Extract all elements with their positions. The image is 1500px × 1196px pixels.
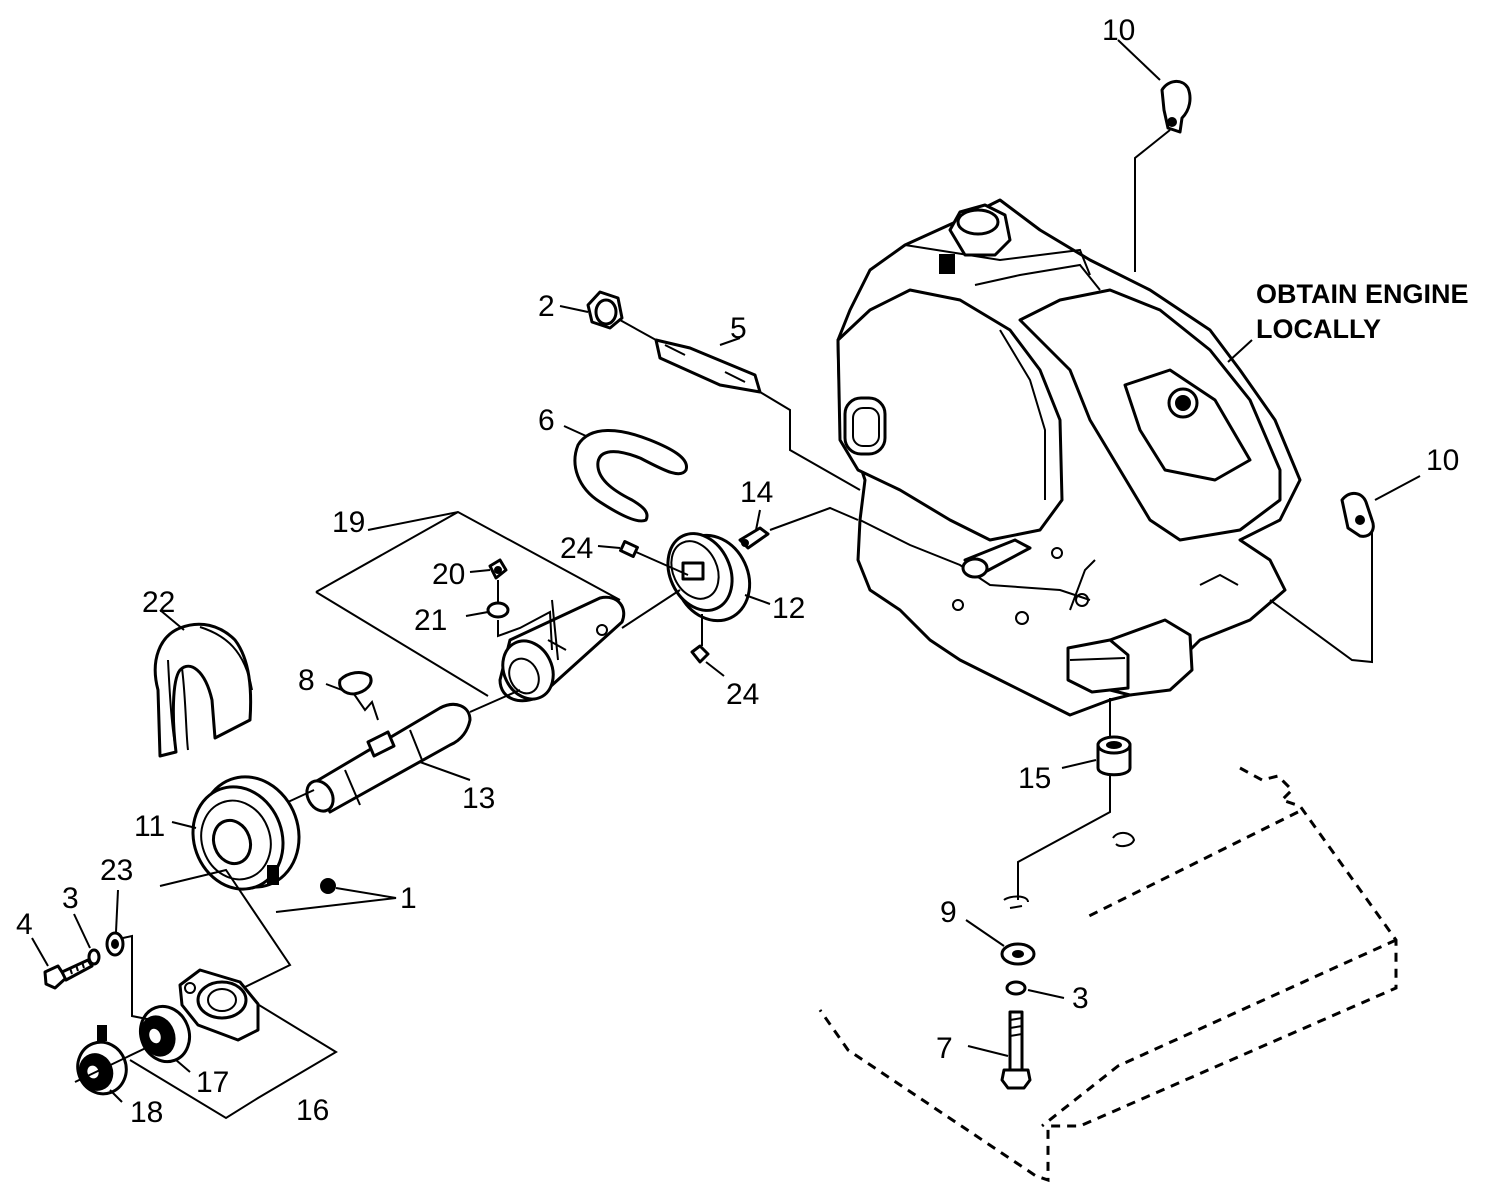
part-10-top-clip [1117,39,1192,272]
callout-8: 8 [298,664,315,697]
part-19-coupling [315,510,626,703]
part-24-set-screws [597,540,725,677]
part-3-lockwasher-right [1005,980,1065,999]
part-2-nut [559,290,624,330]
engine-note-line2: LOCALLY [1256,314,1381,344]
part-10-right-clip [1269,475,1421,664]
callout-13: 13 [462,782,495,815]
part-21-washer [465,580,553,651]
part-1-set-screws [267,865,397,913]
part-3-lockwasher-left [73,913,101,966]
callout-20: 20 [432,558,465,591]
part-11-driven-pulley [171,775,315,891]
callout-2: 2 [538,290,555,323]
part-15-spacer [1017,698,1132,900]
note-leader [1227,339,1253,363]
mounting-base-phantom [818,766,1398,1183]
callout-17: 17 [196,1066,229,1099]
callout-6: 6 [538,404,555,437]
part-9-washer [965,895,1036,966]
callout-24-bottom: 24 [726,678,759,711]
callout-3-right: 3 [1072,982,1089,1015]
callout-24-top: 24 [560,532,593,565]
part-22-belt-guard [153,609,253,758]
callout-9: 9 [940,896,957,929]
callout-5: 5 [730,312,747,345]
part-20-screw [469,558,508,580]
callout-21: 21 [414,604,447,637]
callout-19: 19 [332,506,365,539]
callout-10-right: 10 [1426,444,1459,477]
part-23-washer [105,889,153,1021]
callout-12: 12 [772,592,805,625]
part-13-shaft [305,689,521,814]
part-14-key [738,506,859,550]
callout-3-left: 3 [62,882,79,915]
callout-10-top: 10 [1102,14,1135,47]
callout-18: 18 [130,1096,163,1129]
callout-11: 11 [134,810,165,843]
part-8-key [325,671,379,721]
part-7-bolt [967,1010,1032,1090]
part-12-engine-pulley [621,532,771,629]
part-16-bearing [129,868,338,1120]
callout-14: 14 [740,476,773,509]
callout-1: 1 [400,882,417,915]
callout-22: 22 [142,586,175,619]
engine [836,198,1302,717]
callout-23: 23 [100,854,133,887]
callout-15: 15 [1018,762,1051,795]
engine-note-line1: OBTAIN ENGINE [1256,279,1469,309]
callout-7: 7 [936,1032,953,1065]
callout-16: 16 [296,1094,329,1127]
part-5-stud [619,319,861,491]
part-4-bolt [31,937,94,990]
callout-4: 4 [16,908,33,941]
part-17-bearing [138,1004,192,1073]
part-6-u-shield [563,425,688,523]
part-18-collar [74,1025,151,1103]
